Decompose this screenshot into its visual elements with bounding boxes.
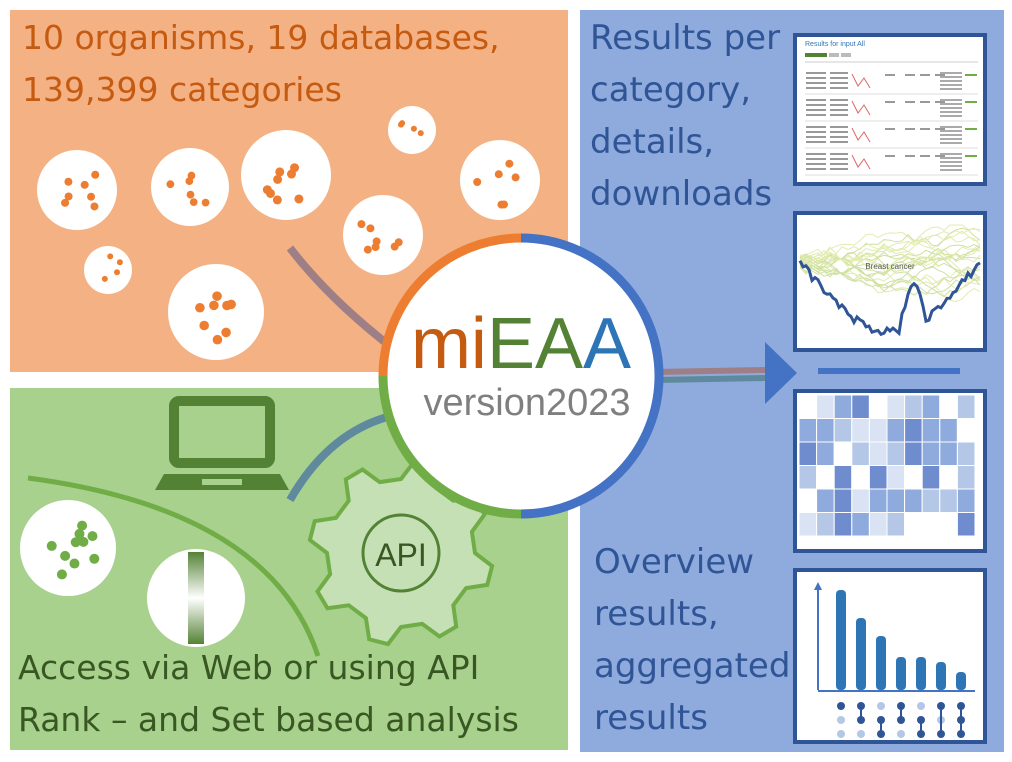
category-circles	[37, 106, 540, 360]
results-table-thumbnail: Results for input All	[793, 33, 987, 186]
gear-label: API	[375, 537, 427, 573]
data-panel-text: 10 organisms, 19 databases, 139,399 cate…	[22, 18, 500, 109]
svg-text:miEAA: miEAA	[411, 304, 631, 384]
mieaa-logo: miEAA version2023	[378, 233, 664, 519]
arrow-right-icon	[765, 342, 797, 404]
heatmap-thumbnail	[793, 389, 987, 553]
running-sum-label: Breast cancer	[865, 262, 915, 271]
upset-thumbnail	[793, 568, 987, 744]
logo-mi: mi	[411, 304, 487, 384]
logo-a-green: A	[535, 304, 583, 384]
gear-icon: API	[307, 459, 495, 647]
green-gene-set-circles	[20, 500, 116, 596]
overview-panel-text: Overview results, aggregated results	[594, 542, 791, 738]
table-thumbnail-title: Results for input All	[805, 41, 865, 48]
connector-access	[286, 411, 396, 502]
connector-data	[286, 245, 398, 354]
logo-a-blue: A	[583, 304, 631, 384]
logo-e: E	[487, 304, 535, 384]
logo-version: version2023	[423, 382, 630, 424]
running-sum-thumbnail: Breast cancer	[793, 211, 987, 352]
rank-gradient-circle	[147, 549, 245, 647]
access-panel-text: Access via Web or using API Rank – and S…	[18, 648, 519, 739]
laptop-icon	[155, 396, 289, 490]
divider-bar	[818, 368, 960, 374]
results-panel-text: Results per category, details, downloads	[590, 18, 781, 214]
green-arc	[27, 475, 321, 657]
